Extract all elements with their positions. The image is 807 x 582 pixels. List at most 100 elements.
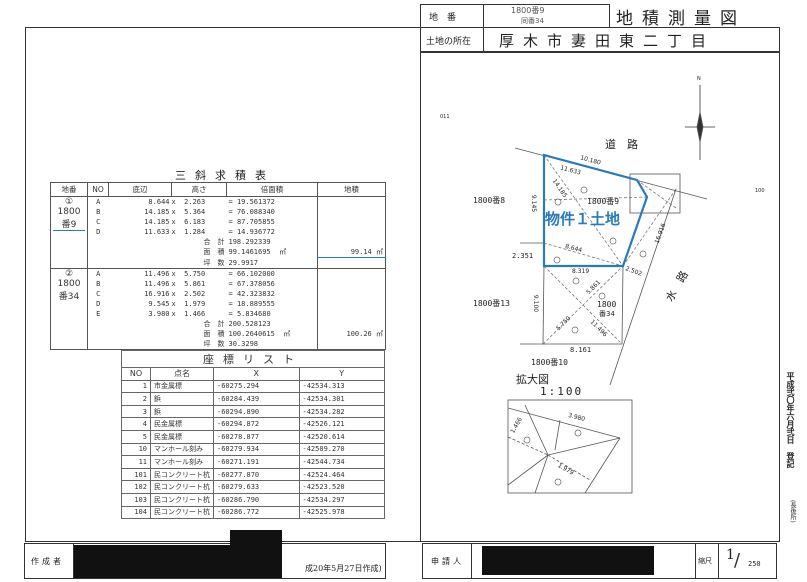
land-area-unit: ㎡	[376, 248, 383, 256]
coordinate-row: 1 市金属標 -60275.294 -42534.313	[121, 379, 385, 394]
times-sign: x	[171, 218, 176, 226]
triangle-double-area: 87.705855	[236, 218, 275, 226]
times-sign: x	[171, 280, 176, 288]
coordinate-row: 104 民コンクリート杭 -60286.772 -42525.978	[121, 505, 385, 520]
waterway-line	[609, 188, 677, 386]
triangle-row: B 11.496 x 5.861 = 67.378056	[51, 279, 386, 289]
times-sign: x	[171, 208, 176, 216]
triangle-base: 9.545	[148, 300, 170, 308]
lot-suffix: 番9	[53, 217, 85, 231]
col-lot: 地番	[50, 182, 88, 197]
summary-label: 面 積	[203, 330, 225, 338]
triangle-height: 6.183	[184, 218, 206, 226]
coordinate-row: 102 民コンクリート杭 -60279.633 -42523.520	[121, 480, 385, 494]
dim-label: 8.161	[570, 346, 592, 354]
triangle-base: 11.496	[108, 268, 172, 279]
applicant-label: 申請人	[431, 557, 464, 566]
lot-number-value-2: 同番34	[521, 17, 544, 25]
point-x: -60286.772	[213, 505, 300, 520]
equals-sign: =	[228, 218, 233, 226]
lot-8-label: 1800番8	[473, 196, 506, 205]
col-height: 高さ	[171, 182, 227, 197]
summary-value: 30.3298	[228, 340, 259, 348]
triangle-double-area: 19.561372	[236, 198, 275, 206]
property-boundary	[542, 153, 649, 268]
right-panel	[420, 51, 780, 542]
triangle-base: 16.916	[144, 290, 170, 298]
triangle-row: D 11.633 x 1.284 = 14.936772	[51, 227, 386, 237]
times-sign: x	[171, 290, 176, 298]
summary-value: 200.528123	[228, 320, 271, 328]
triangle-no: C	[96, 218, 101, 226]
equals-sign: =	[228, 270, 233, 278]
triangle-no: A	[96, 198, 101, 206]
triangle-double-area: 66.102000	[236, 270, 275, 278]
creator-label: 作成者	[31, 557, 64, 566]
redacted-creator	[74, 545, 282, 578]
enlarged-scale: 1:100	[540, 385, 584, 398]
coordinate-row: 4 民金属標 -60294.872 -42526.121	[121, 417, 385, 431]
equals-sign: =	[228, 198, 233, 206]
dim-label: 9.100	[532, 294, 540, 313]
summary-label: 合 計	[203, 320, 225, 328]
registration-stamp: 平成弐〇年六月弐日 登記	[786, 372, 796, 468]
lot-circle: ②	[64, 269, 74, 279]
point-name: 民コンクリート杭	[150, 505, 214, 520]
coordinate-row: 5 民金属標 -60278.877 -42520.614	[121, 429, 385, 444]
triangle-height: 2.263	[184, 198, 206, 206]
summary-value: 198.292339	[228, 238, 271, 246]
triangle-double-area: 14.936772	[236, 228, 275, 236]
lot-number: 1800	[57, 279, 81, 289]
summary-label: 坪 数	[203, 258, 225, 267]
lot-circle: ①	[64, 197, 74, 207]
triangle-double-area: 5.834680	[236, 310, 271, 318]
triangle-double-area: 76.088340	[236, 208, 275, 216]
triangle-no: A	[87, 268, 109, 279]
lot-10-label: 1800番10	[531, 358, 568, 367]
land-area-unit: ㎡	[376, 330, 383, 338]
lot-number-label: 地 番	[429, 13, 457, 23]
triangle-base: 11.633	[144, 228, 170, 236]
triangle-base: 11.496	[144, 280, 170, 288]
creator-box: 作成者 成20年5月27日作成)	[24, 543, 386, 579]
scale-label: 縮尺	[698, 557, 712, 565]
creation-date: 成20年5月27日作成)	[305, 564, 382, 573]
area-unit: ㎡	[283, 330, 291, 338]
enlarged-area-box	[629, 173, 681, 214]
col-land-area: 地積	[317, 182, 386, 197]
col-x: X	[213, 367, 300, 381]
triangle-no: D	[96, 228, 101, 236]
triangle-no: B	[96, 208, 101, 216]
lot-13-label: 1800番13	[473, 299, 510, 308]
coordinate-list-title: 座標リスト	[121, 350, 385, 368]
times-sign: x	[171, 198, 176, 206]
summary-label: 面 積	[203, 248, 225, 257]
summary-value: 29.9917	[228, 258, 259, 267]
lot-cell: ② 1800 番34	[50, 268, 88, 350]
triangle-no: E	[96, 310, 101, 318]
times-sign: x	[171, 228, 176, 236]
triangle-base: 8.644	[148, 198, 170, 206]
triangle-summary-row: 坪 数 30.3298	[51, 339, 386, 350]
area-unit: ㎡	[279, 248, 287, 257]
coordinate-list-table: 座標リスト NO 点名 X Y 1 市金属標 -60275.294 -42534…	[121, 350, 385, 520]
triangle-double-area: 42.323832	[236, 290, 275, 298]
triangle-base: 14.185	[144, 208, 170, 216]
land-area: 99.14	[350, 248, 372, 256]
triangle-summary-row: 合 計 200.528123	[51, 319, 386, 329]
triangle-double-area: 67.378056	[236, 280, 275, 288]
summary-value: 100.2640615	[228, 330, 275, 338]
lot-9-label: 1800番9	[587, 197, 620, 206]
redacted-applicant	[482, 546, 654, 575]
lot-number: 1800	[57, 207, 81, 217]
triangle-height: 1.466	[184, 310, 206, 318]
document-title: 地積測量図	[616, 9, 746, 29]
point-100-label: 100	[755, 188, 765, 194]
equals-sign: =	[228, 300, 233, 308]
scale-denominator: 250	[748, 560, 761, 568]
point-y: -42525.978	[298, 505, 385, 520]
